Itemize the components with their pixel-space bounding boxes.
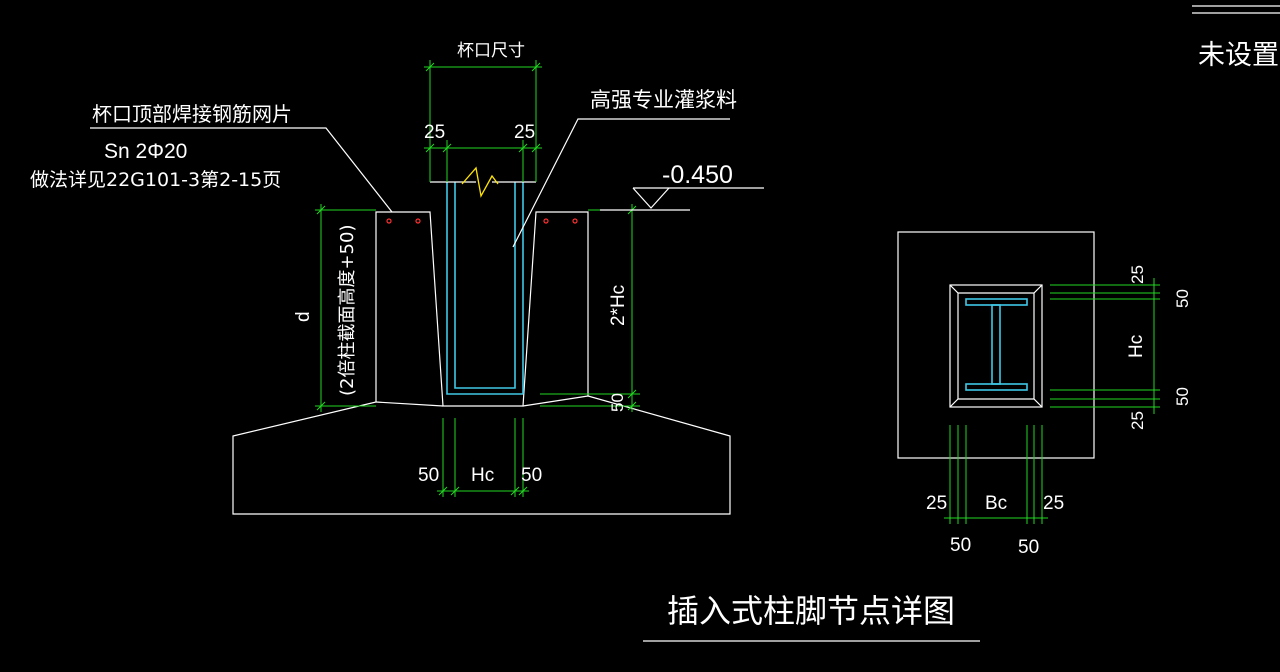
section-dimensions bbox=[315, 60, 640, 497]
elevation-label: -0.450 bbox=[662, 161, 733, 189]
grout-label: 高强专业灌浆料 bbox=[590, 88, 737, 112]
steel-column-section bbox=[430, 166, 536, 395]
dim-base-hc: Hc bbox=[471, 465, 494, 486]
dim-bottom-50: 50 bbox=[608, 393, 627, 412]
dim-plan-bc: Bc bbox=[985, 493, 1007, 514]
drawing-title: 插入式柱脚节点详图 bbox=[667, 592, 955, 630]
dim-plan-50-top: 50 bbox=[1173, 289, 1192, 308]
top-right-label: 未设置螺 bbox=[1198, 40, 1280, 71]
plan-view bbox=[897, 231, 1160, 524]
dim-left-gap: 25 bbox=[424, 122, 445, 143]
dim-right-gap: 25 bbox=[514, 122, 535, 143]
dim-two-hc: 2*Hc bbox=[608, 285, 629, 326]
rebar-label: Sn 2Φ20 bbox=[104, 140, 187, 163]
leader-lines bbox=[90, 5, 1280, 642]
dim-depth-note: (2倍柱截面高度+50) bbox=[337, 225, 358, 396]
dim-base-50-left: 50 bbox=[418, 465, 439, 486]
dim-base-50-right: 50 bbox=[521, 465, 542, 486]
dim-plan-25-bottom: 25 bbox=[1128, 411, 1147, 430]
cup-size-label: 杯口尺寸 bbox=[457, 41, 525, 61]
dim-plan-25-right: 25 bbox=[1043, 493, 1064, 514]
dim-plan-50-left: 50 bbox=[950, 535, 971, 556]
dim-plan-25-left: 25 bbox=[926, 493, 947, 514]
text-labels: 杯口尺寸 杯口顶部焊接钢筋网片 Sn 2Φ20 做法详见22G101-3第2-1… bbox=[30, 40, 1280, 630]
foundation-section-outline bbox=[232, 211, 731, 515]
dim-plan-25-top: 25 bbox=[1128, 265, 1147, 284]
dim-plan-50-right: 50 bbox=[1018, 537, 1039, 558]
weld-mesh-label: 杯口顶部焊接钢筋网片 bbox=[92, 102, 292, 126]
h-steel-icon bbox=[965, 298, 1028, 391]
rebar-dots bbox=[386, 218, 578, 224]
dim-plan-hc: Hc bbox=[1126, 335, 1147, 358]
dim-depth-d: d bbox=[293, 311, 314, 322]
dim-plan-50-bottom: 50 bbox=[1173, 387, 1192, 406]
detail-ref-label: 做法详见22G101-3第2-15页 bbox=[30, 169, 281, 191]
